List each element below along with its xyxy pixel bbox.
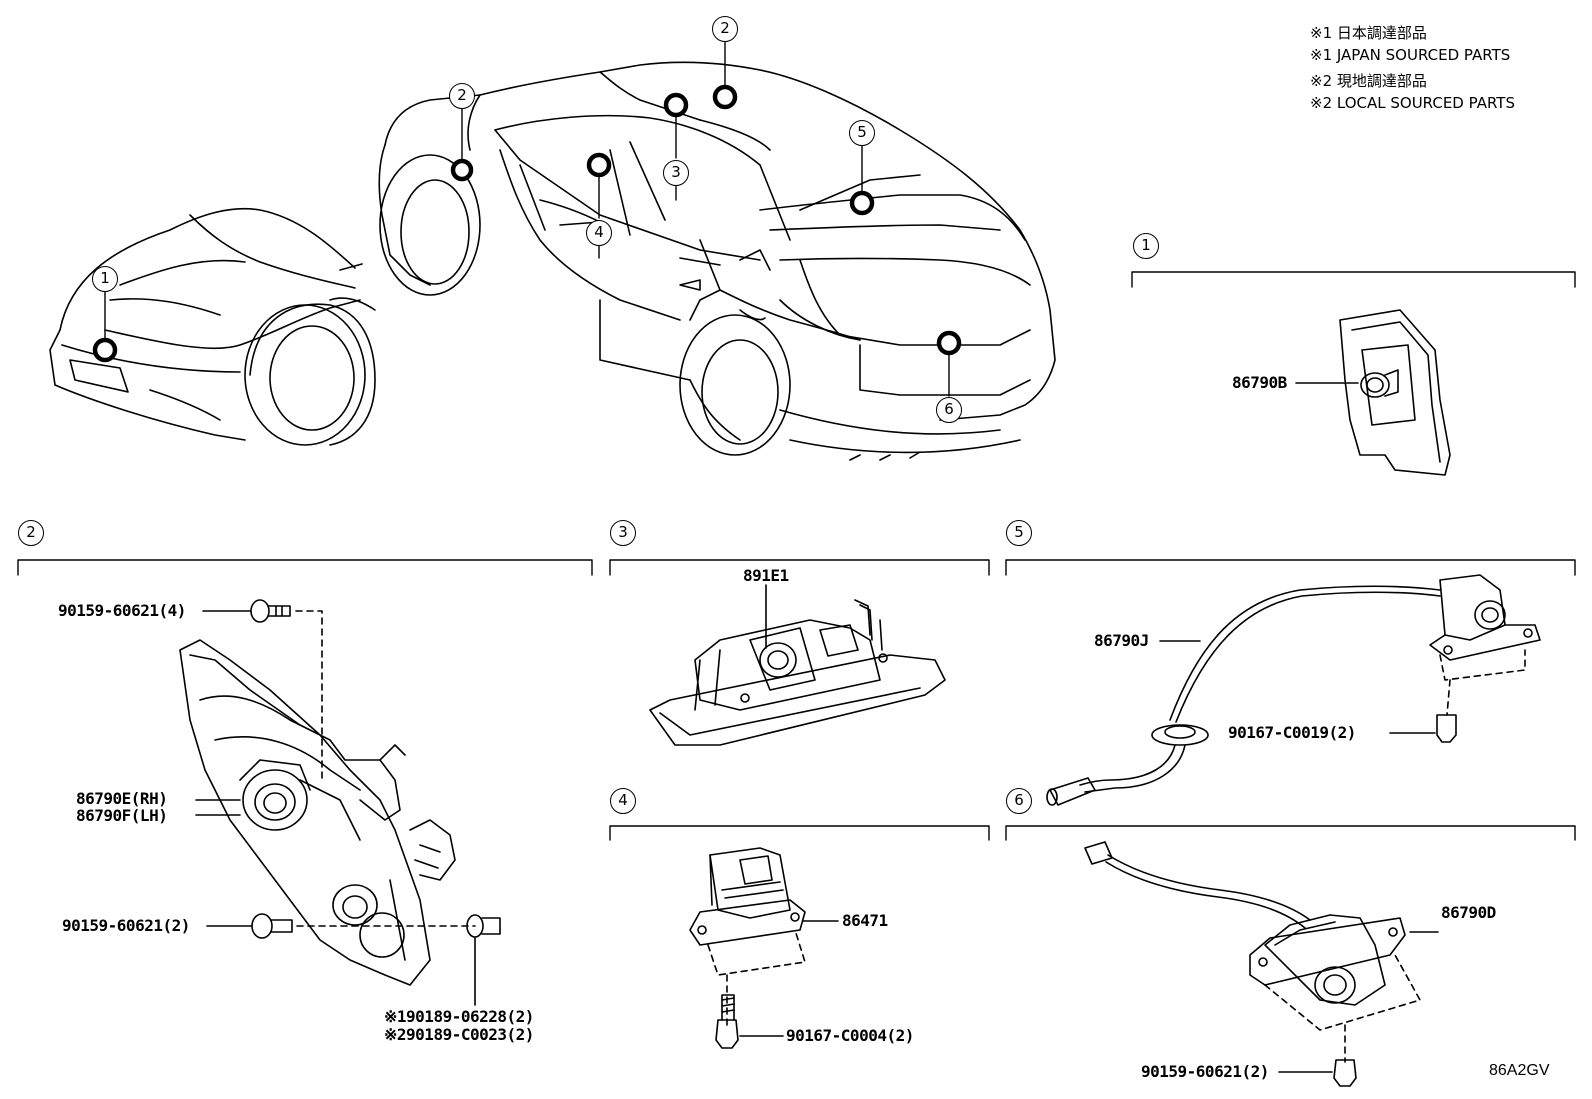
part-86790B-drawing (1295, 309, 1451, 476)
section-1-number: 1 (1133, 233, 1159, 259)
part-label-90189-06228[interactable]: ※190189-06228(2) (384, 1007, 534, 1026)
callout-5: 5 (849, 120, 875, 146)
part-label-90167-C0004[interactable]: 90167-C0004(2) (786, 1026, 914, 1045)
part-label-90159-60621-2-b[interactable]: 90159-60621(2) (1141, 1062, 1269, 1081)
part-label-86790E-RH[interactable]: 86790E(RH) (76, 789, 168, 808)
legend-line-4: ※2 LOCAL SOURCED PARTS (1310, 94, 1515, 112)
part-86790E-F-drawing (179, 599, 501, 1006)
section-2-number: 2 (18, 520, 44, 546)
rear-car-illustration (378, 61, 1056, 461)
part-label-86790F-LH[interactable]: 86790F(LH) (76, 806, 168, 825)
callout-3: 3 (663, 160, 689, 186)
callout-4: 4 (586, 220, 612, 246)
part-86790J-drawing (1046, 574, 1541, 806)
part-label-86790D[interactable]: 86790D (1441, 903, 1496, 922)
part-label-90159-60621-2[interactable]: 90159-60621(2) (62, 916, 190, 935)
part-891E1-drawing (649, 584, 946, 746)
legend-line-1: ※1 日本調達部品 (1310, 24, 1427, 42)
part-label-86790J[interactable]: 86790J (1094, 631, 1149, 650)
part-label-90189-C0023[interactable]: ※290189-C0023(2) (384, 1025, 534, 1044)
callout-1: 1 (92, 266, 118, 292)
part-label-86471[interactable]: 86471 (842, 911, 888, 930)
part-86471-drawing (689, 847, 839, 1049)
callout-6: 6 (936, 397, 962, 423)
legend-line-2: ※1 JAPAN SOURCED PARTS (1310, 46, 1511, 64)
part-label-891E1[interactable]: 891E1 (743, 566, 789, 585)
callout-2: 2 (449, 83, 475, 109)
section-6-number: 6 (1006, 788, 1032, 814)
section-4-number: 4 (610, 788, 636, 814)
section-3-number: 3 (610, 520, 636, 546)
part-label-86790B[interactable]: 86790B (1232, 373, 1287, 392)
section-5-number: 5 (1006, 520, 1032, 546)
legend-line-3: ※2 現地調達部品 (1310, 72, 1427, 90)
part-label-90159-60621-4[interactable]: 90159-60621(4) (58, 601, 186, 620)
callout-2: 2 (712, 16, 738, 42)
reference-code: 86A2GV (1489, 1062, 1550, 1079)
part-86790D-drawing (1084, 841, 1439, 1087)
front-car-illustration (49, 207, 376, 446)
part-label-90167-C0019[interactable]: 90167-C0019(2) (1228, 723, 1356, 742)
